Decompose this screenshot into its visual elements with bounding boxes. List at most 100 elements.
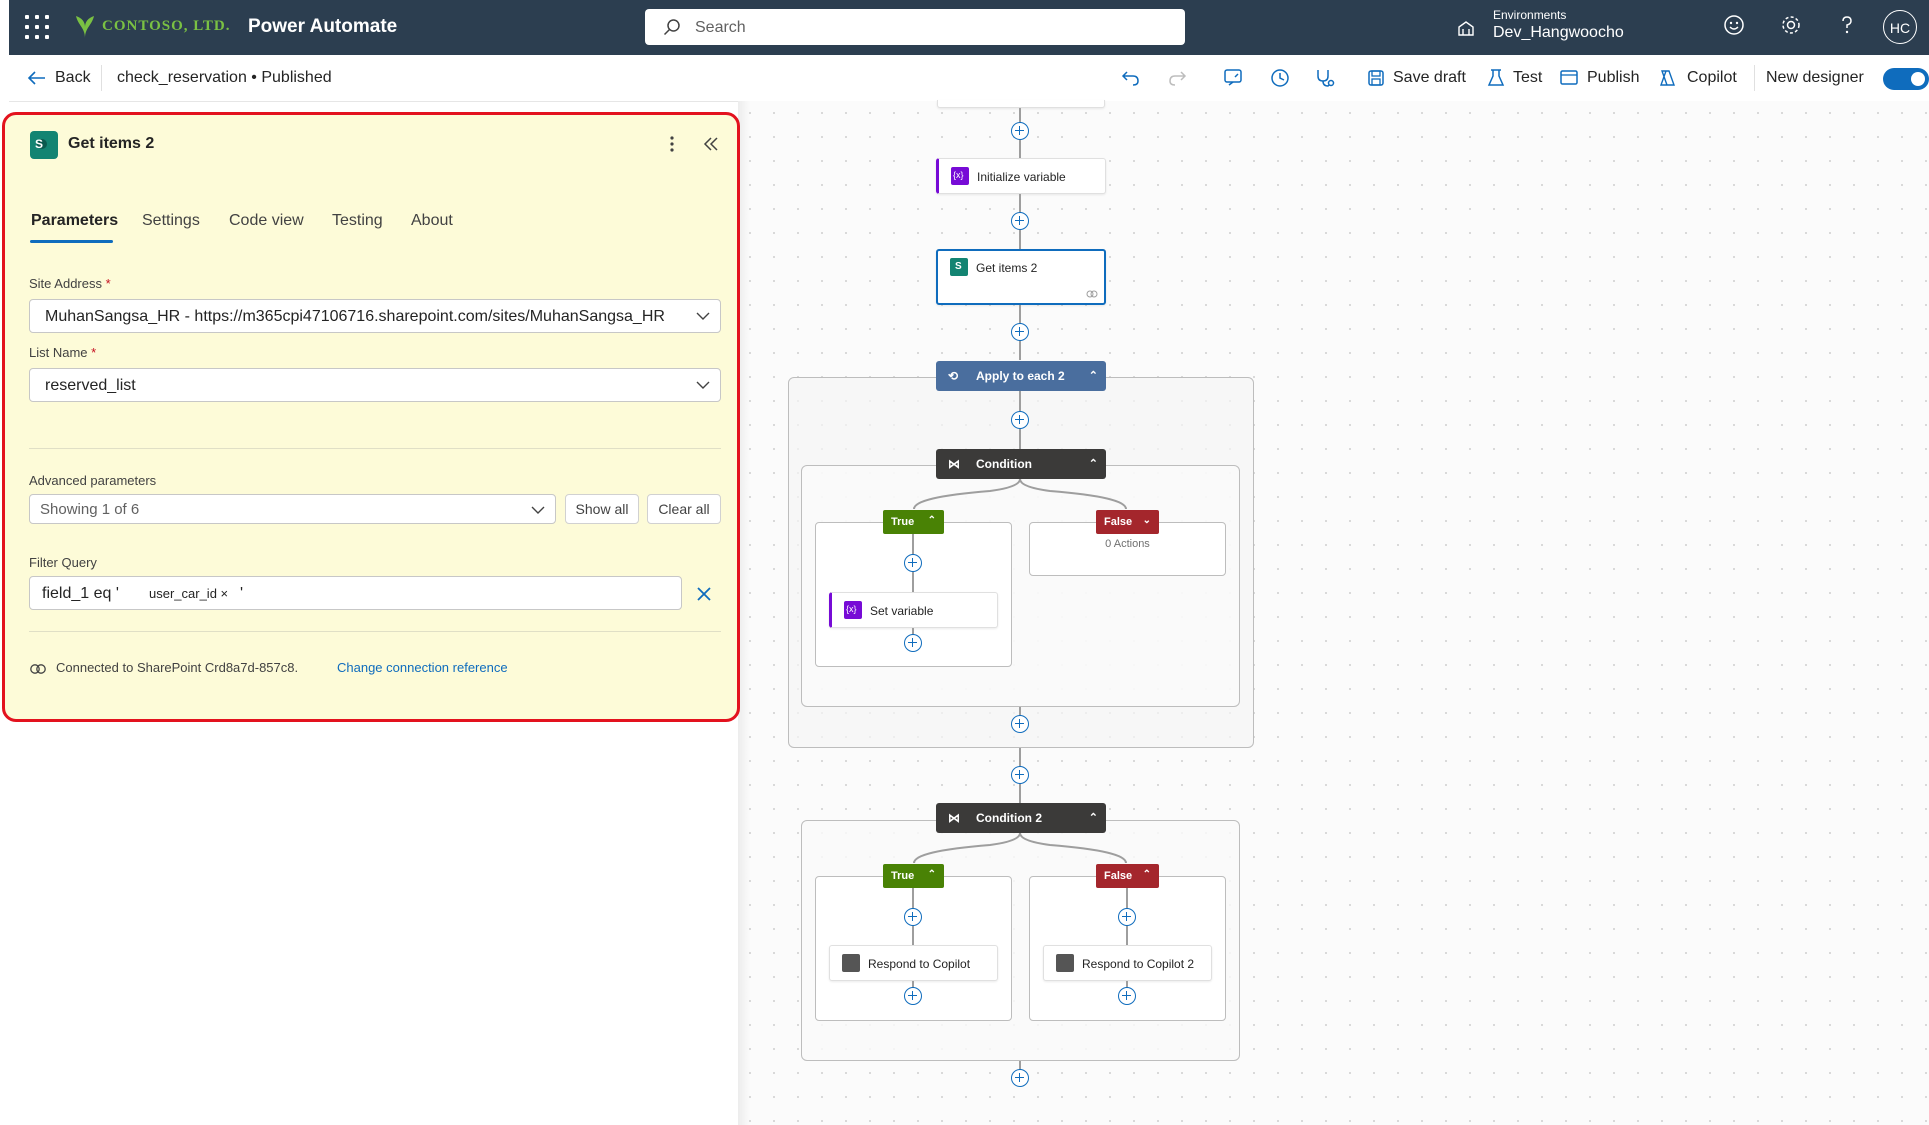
search-box[interactable] — [645, 9, 1185, 45]
previous-step-card[interactable] — [937, 100, 1105, 108]
apply-to-each-header[interactable]: ⟲ Apply to each 2 ⌃ — [936, 361, 1106, 391]
add-step-plus-icon[interactable] — [1011, 122, 1029, 140]
chevron-up-icon[interactable]: ⌃ — [1088, 812, 1098, 824]
true-branch-label[interactable]: True ⌃ — [883, 510, 944, 534]
show-all-button[interactable]: Show all — [565, 494, 639, 524]
action-details-panel: Get items 2 Parameters Settings Code vie… — [2, 112, 740, 722]
add-step-plus-icon[interactable] — [1011, 1069, 1029, 1087]
copilot-agent-icon — [842, 954, 860, 972]
chevron-up-icon[interactable]: ⌃ — [927, 515, 936, 526]
leaf-logo-icon — [76, 16, 94, 38]
toggle-thumb — [1911, 72, 1925, 86]
collapse-panel-icon[interactable] — [699, 130, 723, 158]
list-name-dropdown[interactable]: reserved_list — [29, 368, 721, 402]
copilot-icon — [1660, 70, 1675, 86]
add-step-plus-icon[interactable] — [1011, 212, 1029, 230]
respond-to-copilot-2-card[interactable]: Respond to Copilot 2 — [1043, 945, 1212, 981]
dynamic-content-token[interactable]: user_car_id × — [149, 586, 229, 601]
change-connection-reference-link[interactable]: Change connection reference — [337, 660, 508, 675]
copilot-button[interactable]: Copilot — [1657, 55, 1737, 101]
add-step-plus-icon[interactable] — [1011, 323, 1029, 341]
variable-icon — [844, 601, 862, 619]
set-variable-card[interactable]: Set variable — [829, 592, 998, 628]
add-step-plus-icon[interactable] — [904, 908, 922, 926]
chevron-up-icon[interactable]: ⌃ — [927, 869, 936, 880]
link-icon — [1086, 290, 1098, 298]
new-designer-toggle[interactable] — [1883, 68, 1929, 90]
more-options-icon[interactable] — [660, 130, 684, 158]
site-address-label-text: Site Address — [29, 276, 102, 291]
chevron-up-icon[interactable]: ⌃ — [1088, 370, 1098, 382]
tab-testing[interactable]: Testing — [332, 212, 383, 229]
chevron-up-icon[interactable]: ⌃ — [1142, 869, 1151, 880]
zero-actions-text: 0 Actions — [1105, 538, 1150, 550]
tab-parameters[interactable]: Parameters — [31, 212, 119, 229]
tab-code-view[interactable]: Code view — [229, 212, 304, 229]
brand-name: CONTOSO, LTD. — [102, 17, 231, 34]
condition-icon: ⋈ — [948, 457, 960, 471]
initialize-variable-card[interactable]: Initialize variable — [936, 158, 1106, 194]
panel-title[interactable]: Get items 2 — [68, 135, 155, 152]
clear-all-button[interactable]: Clear all — [647, 494, 721, 524]
chevron-up-icon[interactable]: ⌃ — [1088, 458, 1098, 470]
flow-checker-icon[interactable] — [1223, 55, 1253, 101]
add-step-plus-icon[interactable] — [1011, 411, 1029, 429]
connector-line — [912, 628, 914, 638]
add-step-plus-icon[interactable] — [904, 634, 922, 652]
chevron-down-icon[interactable]: ⌄ — [1142, 515, 1151, 526]
user-avatar[interactable]: HC — [1883, 10, 1917, 44]
required-marker: * — [87, 345, 97, 360]
save-draft-button[interactable]: Save draft — [1367, 55, 1466, 101]
feedback-smiley-icon[interactable] — [1720, 14, 1748, 42]
true-branch-label[interactable]: True ⌃ — [883, 864, 944, 888]
advanced-parameters-value: Showing 1 of 6 — [40, 501, 140, 518]
undo-icon[interactable] — [1121, 55, 1149, 101]
back-button[interactable]: Back — [27, 55, 91, 101]
add-step-plus-icon[interactable] — [904, 987, 922, 1005]
publish-button[interactable]: Publish — [1559, 55, 1639, 101]
app-name[interactable]: Power Automate — [248, 16, 398, 37]
settings-gear-icon[interactable] — [1777, 14, 1805, 42]
copilot-label: Copilot — [1687, 69, 1737, 86]
title-separator: • — [246, 69, 262, 86]
false-branch-label[interactable]: False ⌃ — [1096, 864, 1159, 888]
canvas-shadow — [738, 101, 750, 1125]
filter-query-input[interactable]: field_1 eq ' user_car_id × ' — [29, 576, 682, 610]
true-label-text: True — [891, 516, 915, 528]
connector-line — [1019, 707, 1021, 716]
command-bar: Back check_reservation • Published Save … — [9, 55, 1929, 102]
test-button[interactable]: Test — [1487, 55, 1542, 101]
divider — [1754, 65, 1755, 91]
section-divider — [29, 448, 721, 449]
add-step-plus-icon[interactable] — [904, 554, 922, 572]
arrow-left-icon — [27, 71, 45, 85]
search-input[interactable] — [693, 13, 1167, 43]
app-launcher-icon[interactable] — [24, 14, 50, 40]
advanced-parameters-dropdown[interactable]: Showing 1 of 6 — [29, 494, 556, 524]
environment-value: Dev_Hangwoocho — [1493, 24, 1624, 41]
tab-settings[interactable]: Settings — [142, 212, 200, 229]
add-step-plus-icon[interactable] — [1011, 766, 1029, 784]
get-items-2-card[interactable]: Get items 2 — [936, 249, 1106, 305]
add-step-plus-icon[interactable] — [1011, 715, 1029, 733]
step-name: Set variable — [870, 604, 934, 618]
help-icon[interactable] — [1833, 14, 1861, 42]
false-branch-label[interactable]: False ⌄ — [1096, 510, 1159, 534]
loop-icon: ⟲ — [948, 369, 959, 383]
redo-icon[interactable] — [1167, 55, 1195, 101]
condition-header[interactable]: ⋈ Condition ⌃ — [936, 449, 1106, 479]
tab-about[interactable]: About — [411, 212, 453, 229]
diagnostics-stethoscope-icon[interactable] — [1314, 55, 1344, 101]
connection-link-icon — [30, 664, 46, 674]
active-tab-indicator — [30, 240, 113, 243]
add-step-plus-icon[interactable] — [1118, 987, 1136, 1005]
add-step-plus-icon[interactable] — [1118, 908, 1136, 926]
remove-parameter-close-icon[interactable] — [694, 584, 714, 604]
respond-to-copilot-card[interactable]: Respond to Copilot — [829, 945, 998, 981]
beaker-icon — [1487, 69, 1505, 86]
site-address-dropdown[interactable]: MuhanSangsa_HR - https://m365cpi47106716… — [29, 299, 721, 333]
required-marker: * — [102, 276, 111, 291]
version-history-icon[interactable] — [1269, 55, 1299, 101]
section-divider — [29, 631, 721, 632]
condition-2-header[interactable]: ⋈ Condition 2 ⌃ — [936, 803, 1106, 833]
